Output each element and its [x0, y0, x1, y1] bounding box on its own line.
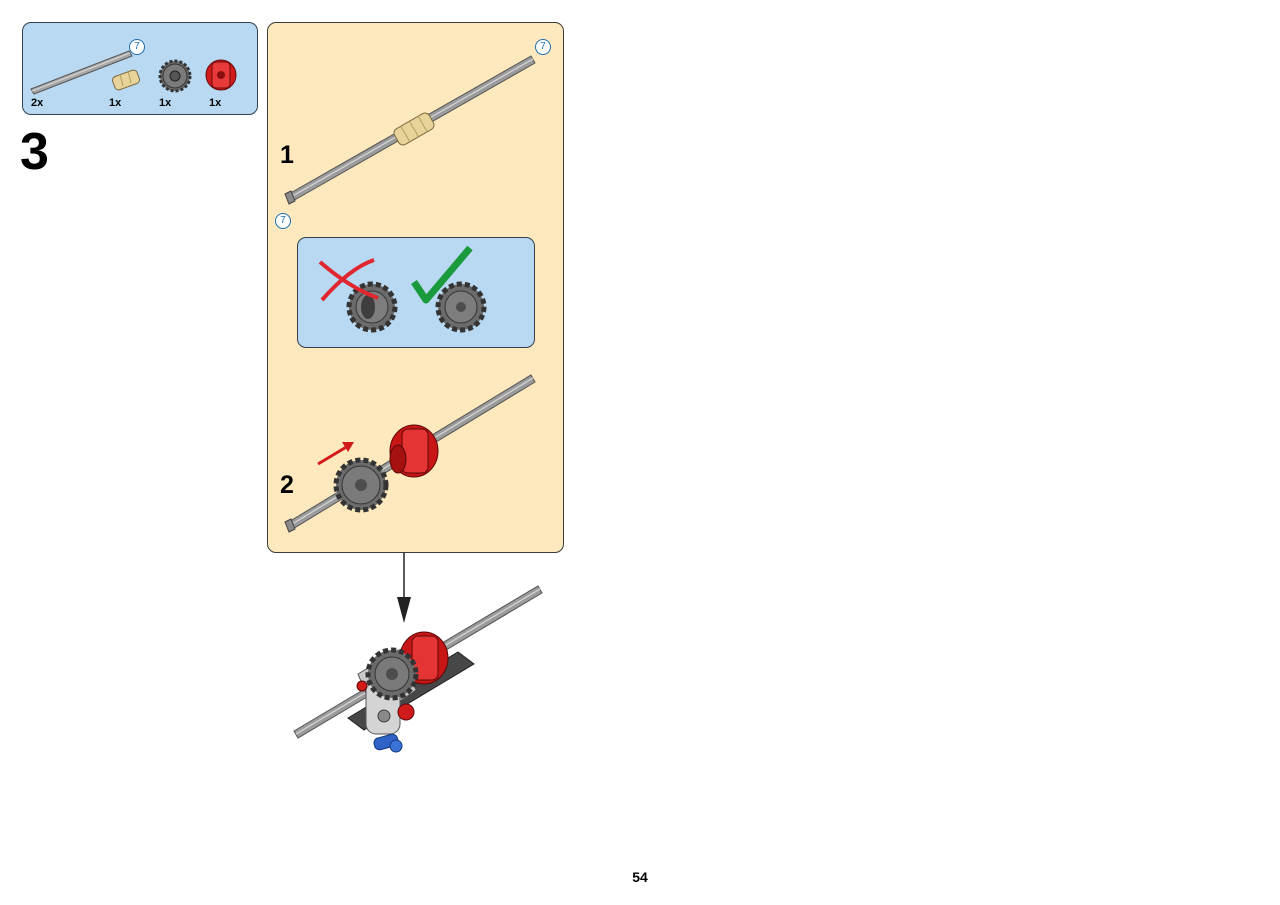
length-badge: 7 — [129, 39, 145, 55]
green-check-icon — [411, 245, 473, 304]
substep-1-illustration — [284, 55, 536, 533]
gear-part-icon — [158, 59, 192, 93]
parts-list: 7 2x 1x 1x 1x — [22, 22, 258, 115]
substep-panel: 1 — [267, 22, 564, 553]
push-arrow-icon — [317, 442, 354, 466]
red-clutch-gear-icon — [399, 631, 449, 685]
right-gear-icon — [435, 281, 487, 333]
orientation-callout — [297, 237, 535, 348]
orientation-illustration — [318, 245, 487, 333]
bush-icon — [393, 112, 435, 146]
quantity-label: 1x — [159, 97, 172, 109]
grey-gear-icon — [333, 457, 389, 513]
page-number: 54 — [632, 869, 648, 885]
axle-part-icon — [30, 50, 133, 95]
blue-pin-icon — [373, 733, 403, 753]
quantity-label: 2x — [31, 97, 44, 109]
substep-1-number: 1 — [280, 141, 294, 169]
substep-2-number: 2 — [280, 471, 294, 499]
red-pin-icon — [356, 680, 415, 721]
down-arrow-icon — [397, 553, 411, 623]
grey-gear-icon — [365, 647, 419, 701]
quantity-label: 1x — [109, 97, 122, 109]
bush-part-icon — [112, 69, 140, 91]
parts-illustrations — [30, 50, 237, 95]
clutch-gear-part-icon — [205, 59, 237, 91]
assembly-result-illustration — [293, 585, 543, 753]
red-clutch-gear-icon — [389, 424, 439, 478]
wrong-gear-icon — [346, 281, 398, 333]
length-badge: 7 — [535, 39, 551, 55]
step-number: 3 — [20, 123, 49, 181]
quantity-label: 1x — [209, 97, 222, 109]
length-badge: 7 — [275, 213, 291, 229]
red-cross-icon — [318, 258, 379, 302]
